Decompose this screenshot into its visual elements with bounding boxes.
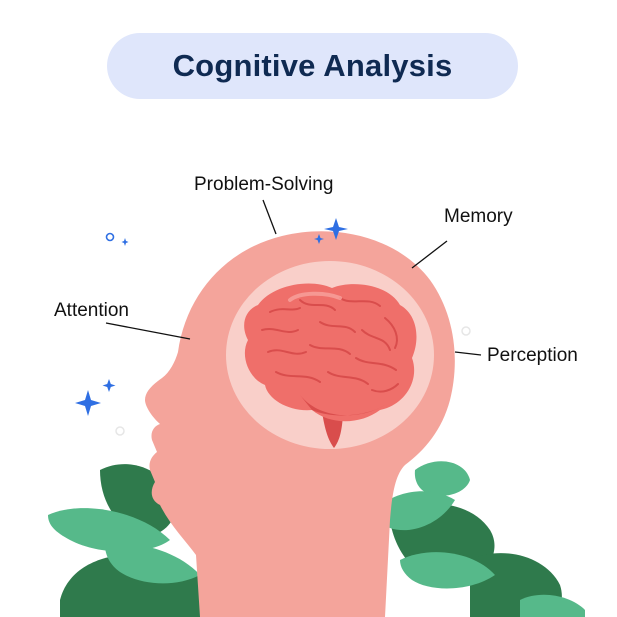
leader-line-problem-solving — [262, 199, 277, 235]
sparkle-icon — [121, 238, 129, 246]
sparkles — [75, 218, 348, 416]
leaf-icon — [105, 543, 200, 584]
leaf-icon — [375, 491, 455, 531]
title-pill: Cognitive Analysis — [107, 33, 518, 99]
sparkle-dot — [461, 326, 471, 336]
brain-icon — [244, 283, 417, 448]
leader-line-attention — [105, 322, 191, 340]
sparkle-icon — [75, 390, 101, 416]
sparkle-icon — [314, 234, 324, 244]
label-attention: Attention — [54, 300, 129, 321]
sparkle-icon — [324, 218, 348, 240]
leaf-icon — [400, 552, 495, 589]
leaf-icon — [414, 461, 470, 496]
leaf-icon — [48, 508, 170, 552]
sparkle-icon — [102, 379, 116, 392]
leader-lines — [105, 199, 482, 356]
sparkle-dot — [115, 426, 125, 436]
sparkle-dot — [105, 232, 115, 242]
page-title: Cognitive Analysis — [172, 48, 453, 83]
leaves-front-light — [48, 461, 585, 617]
leader-line-perception — [454, 351, 482, 356]
label-problem-solving: Problem-Solving — [194, 174, 334, 195]
label-perception: Perception — [487, 345, 578, 366]
leaf-icon — [520, 594, 585, 617]
label-memory: Memory — [444, 206, 513, 227]
leader-line-memory — [411, 240, 448, 269]
